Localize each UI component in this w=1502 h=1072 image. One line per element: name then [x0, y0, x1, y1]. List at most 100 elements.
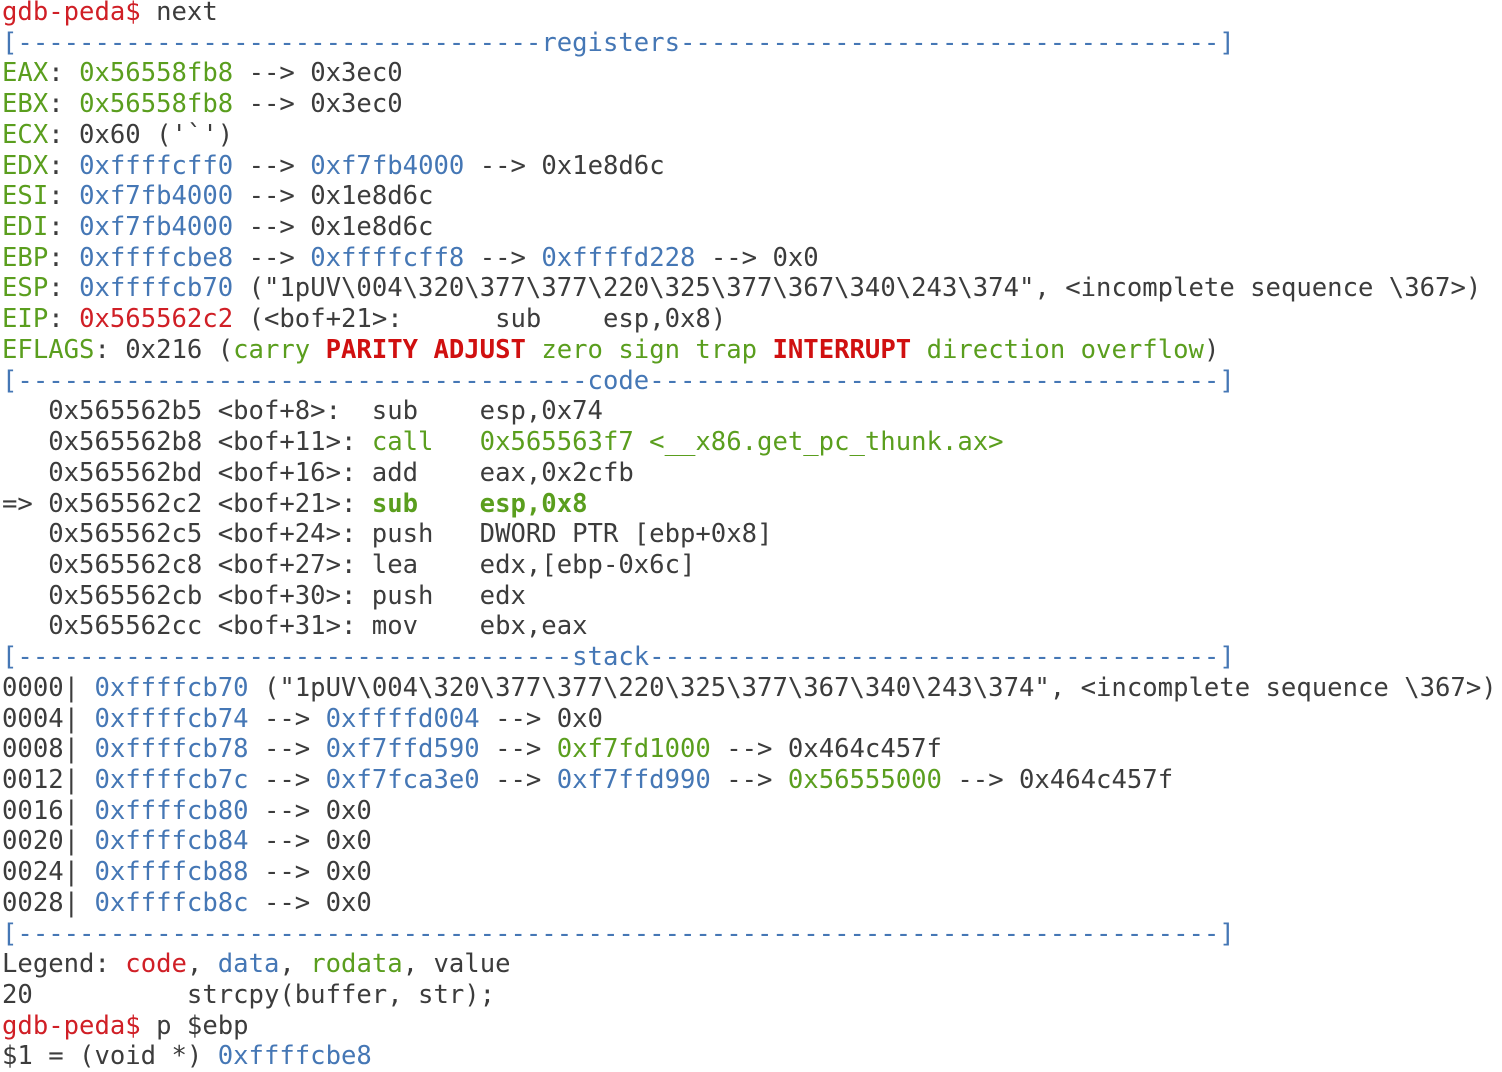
blue-address: 0xffffcff8: [310, 242, 465, 273]
section-separator: [---------------------------------------…: [2, 918, 1235, 949]
terminal-line: ESI: 0xf7fb4000 --> 0x1e8d6c: [2, 181, 1497, 212]
text: --> 0x464c457f: [710, 734, 942, 765]
terminal-line: 0008| 0xffffcb78 --> 0xf7ffd590 --> 0xf7…: [2, 734, 1497, 765]
text: --> 0x1e8d6c: [233, 212, 434, 243]
text: 0008|: [2, 734, 95, 765]
text: ,: [186, 949, 218, 980]
text: :: [48, 58, 80, 89]
terminal-line: $1 = (void *) 0xffffcbe8: [2, 1041, 1497, 1072]
text: :: [48, 181, 80, 212]
blue-address: 0xf7fb4000: [310, 150, 465, 181]
blue-address: 0xffffcb7c: [94, 764, 249, 795]
terminal-line: 0x565562cb <bof+30>: push edx: [2, 581, 1497, 612]
text: 0012|: [2, 764, 95, 795]
blue-address: 0xffffcb78: [94, 734, 249, 765]
text: 0x565562cc <bof+31>: mov ebx,eax: [2, 611, 588, 642]
text: :: [48, 242, 80, 273]
green-text: zero sign trap: [525, 334, 773, 365]
text: 0004|: [2, 703, 95, 734]
section-separator: -------------------------------------]: [649, 365, 1235, 396]
terminal-line: gdb-peda$ next: [2, 0, 1497, 28]
green-text: EBX: [2, 89, 49, 120]
green-text: ESP: [2, 273, 49, 304]
blue-address: 0xf7fb4000: [79, 181, 234, 212]
text: :: [48, 150, 80, 181]
green-text: EFLAGS: [2, 334, 95, 365]
blue-address: 0xf7ffd990: [556, 764, 711, 795]
blue-address: 0xffffcff0: [79, 150, 234, 181]
current-instruction: sub esp,0x8: [371, 488, 588, 519]
red-text: gdb-peda$: [2, 0, 141, 27]
terminal-line: ESP: 0xffffcb70 ("1pUV\004\320\377\377\2…: [2, 273, 1497, 304]
terminal-line: 0004| 0xffffcb74 --> 0xffffd004 --> 0x0: [2, 704, 1497, 735]
blue-address: 0xffffcb80: [94, 795, 249, 826]
section-separator: [-------------------------------------: [2, 365, 588, 396]
text: $1 = (void *): [2, 1041, 218, 1072]
green-text: call 0x565563f7 <__x86.get_pc_thunk.ax>: [371, 427, 1004, 458]
flag-set: PARITY ADJUST: [325, 334, 526, 365]
terminal-line: 0012| 0xffffcb7c --> 0xf7fca3e0 --> 0xf7…: [2, 765, 1497, 796]
green-text: EDI: [2, 212, 49, 243]
blue-address: 0xffffcb74: [94, 703, 249, 734]
terminal-line: 20 strcpy(buffer, str);: [2, 980, 1497, 1011]
text: 0x565562c8 <bof+27>: lea edx,[ebp-0x6c]: [2, 549, 696, 580]
text: --> 0x0: [248, 795, 372, 826]
text: 0x565562b5 <bof+8>: sub esp,0x74: [2, 396, 603, 427]
terminal-line: EDX: 0xffffcff0 --> 0xf7fb4000 --> 0x1e8…: [2, 151, 1497, 182]
blue-address: 0xffffcb70: [79, 273, 234, 304]
text: ,: [279, 949, 311, 980]
terminal-line: EBX: 0x56558fb8 --> 0x3ec0: [2, 89, 1497, 120]
terminal-line: => 0x565562c2 <bof+21>: sub esp,0x8: [2, 489, 1497, 520]
text: -->: [248, 703, 326, 734]
green-text: direction overflow: [911, 334, 1204, 365]
blue-address: 0xffffcb88: [94, 857, 249, 888]
text: -->: [233, 150, 311, 181]
text: -->: [248, 734, 326, 765]
blue-address: 0xffffcbe8: [79, 242, 234, 273]
green-text: rodata: [310, 949, 403, 980]
text: --> 0x0: [695, 242, 819, 273]
green-text: EIP: [2, 304, 49, 335]
text: --> 0x0: [479, 703, 603, 734]
green-text: EBP: [2, 242, 49, 273]
terminal-line: EDI: 0xf7fb4000 --> 0x1e8d6c: [2, 212, 1497, 243]
terminal-line: [---------------------------------------…: [2, 919, 1497, 950]
green-text: 0xf7fd1000: [556, 734, 711, 765]
terminal-line: gdb-peda$ p $ebp: [2, 1011, 1497, 1042]
text: --> 0x0: [248, 826, 372, 857]
green-text: ESI: [2, 181, 49, 212]
section-separator: code: [587, 365, 650, 396]
section-separator: -------------------------------------]: [649, 642, 1235, 673]
terminal-line: [----------------------------------regis…: [2, 28, 1497, 59]
terminal-line: ECX: 0x60 ('`'): [2, 120, 1497, 151]
terminal-line: 0x565562c8 <bof+27>: lea edx,[ebp-0x6c]: [2, 550, 1497, 581]
text: :: [48, 273, 80, 304]
green-text: 0x56558fb8: [79, 89, 234, 120]
text: 0016|: [2, 795, 95, 826]
text: ("1pUV\004\320\377\377\220\325\377\367\3…: [233, 273, 1482, 304]
text: 0x565562bd <bof+16>: add eax,0x2cfb: [2, 457, 634, 488]
text: -->: [233, 242, 311, 273]
green-text: EAX: [2, 58, 49, 89]
terminal-line: 0020| 0xffffcb84 --> 0x0: [2, 826, 1497, 857]
section-separator: -----------------------------------]: [680, 27, 1235, 58]
text: -->: [710, 764, 788, 795]
text: --> 0x1e8d6c: [233, 181, 434, 212]
text: 0x565562cb <bof+30>: push edx: [2, 580, 526, 611]
blue-address: 0xf7fb4000: [79, 212, 234, 243]
text: ("1pUV\004\320\377\377\220\325\377\367\3…: [248, 672, 1497, 703]
blue-address: 0xffffcb84: [94, 826, 249, 857]
green-text: ECX: [2, 119, 49, 150]
section-separator: [----------------------------------: [2, 27, 542, 58]
text: ): [1203, 334, 1220, 365]
text: --> 0x3ec0: [233, 58, 403, 89]
blue-address: 0xffffd004: [325, 703, 480, 734]
green-text: 0x56555000: [787, 764, 942, 795]
blue-address: 0xf7fca3e0: [325, 764, 480, 795]
text: 0020|: [2, 826, 95, 857]
terminal-line: [-------------------------------------co…: [2, 366, 1497, 397]
terminal-line: 0x565562c5 <bof+24>: push DWORD PTR [ebp…: [2, 519, 1497, 550]
text: 0000|: [2, 672, 95, 703]
text: --> 0x1e8d6c: [464, 150, 665, 181]
